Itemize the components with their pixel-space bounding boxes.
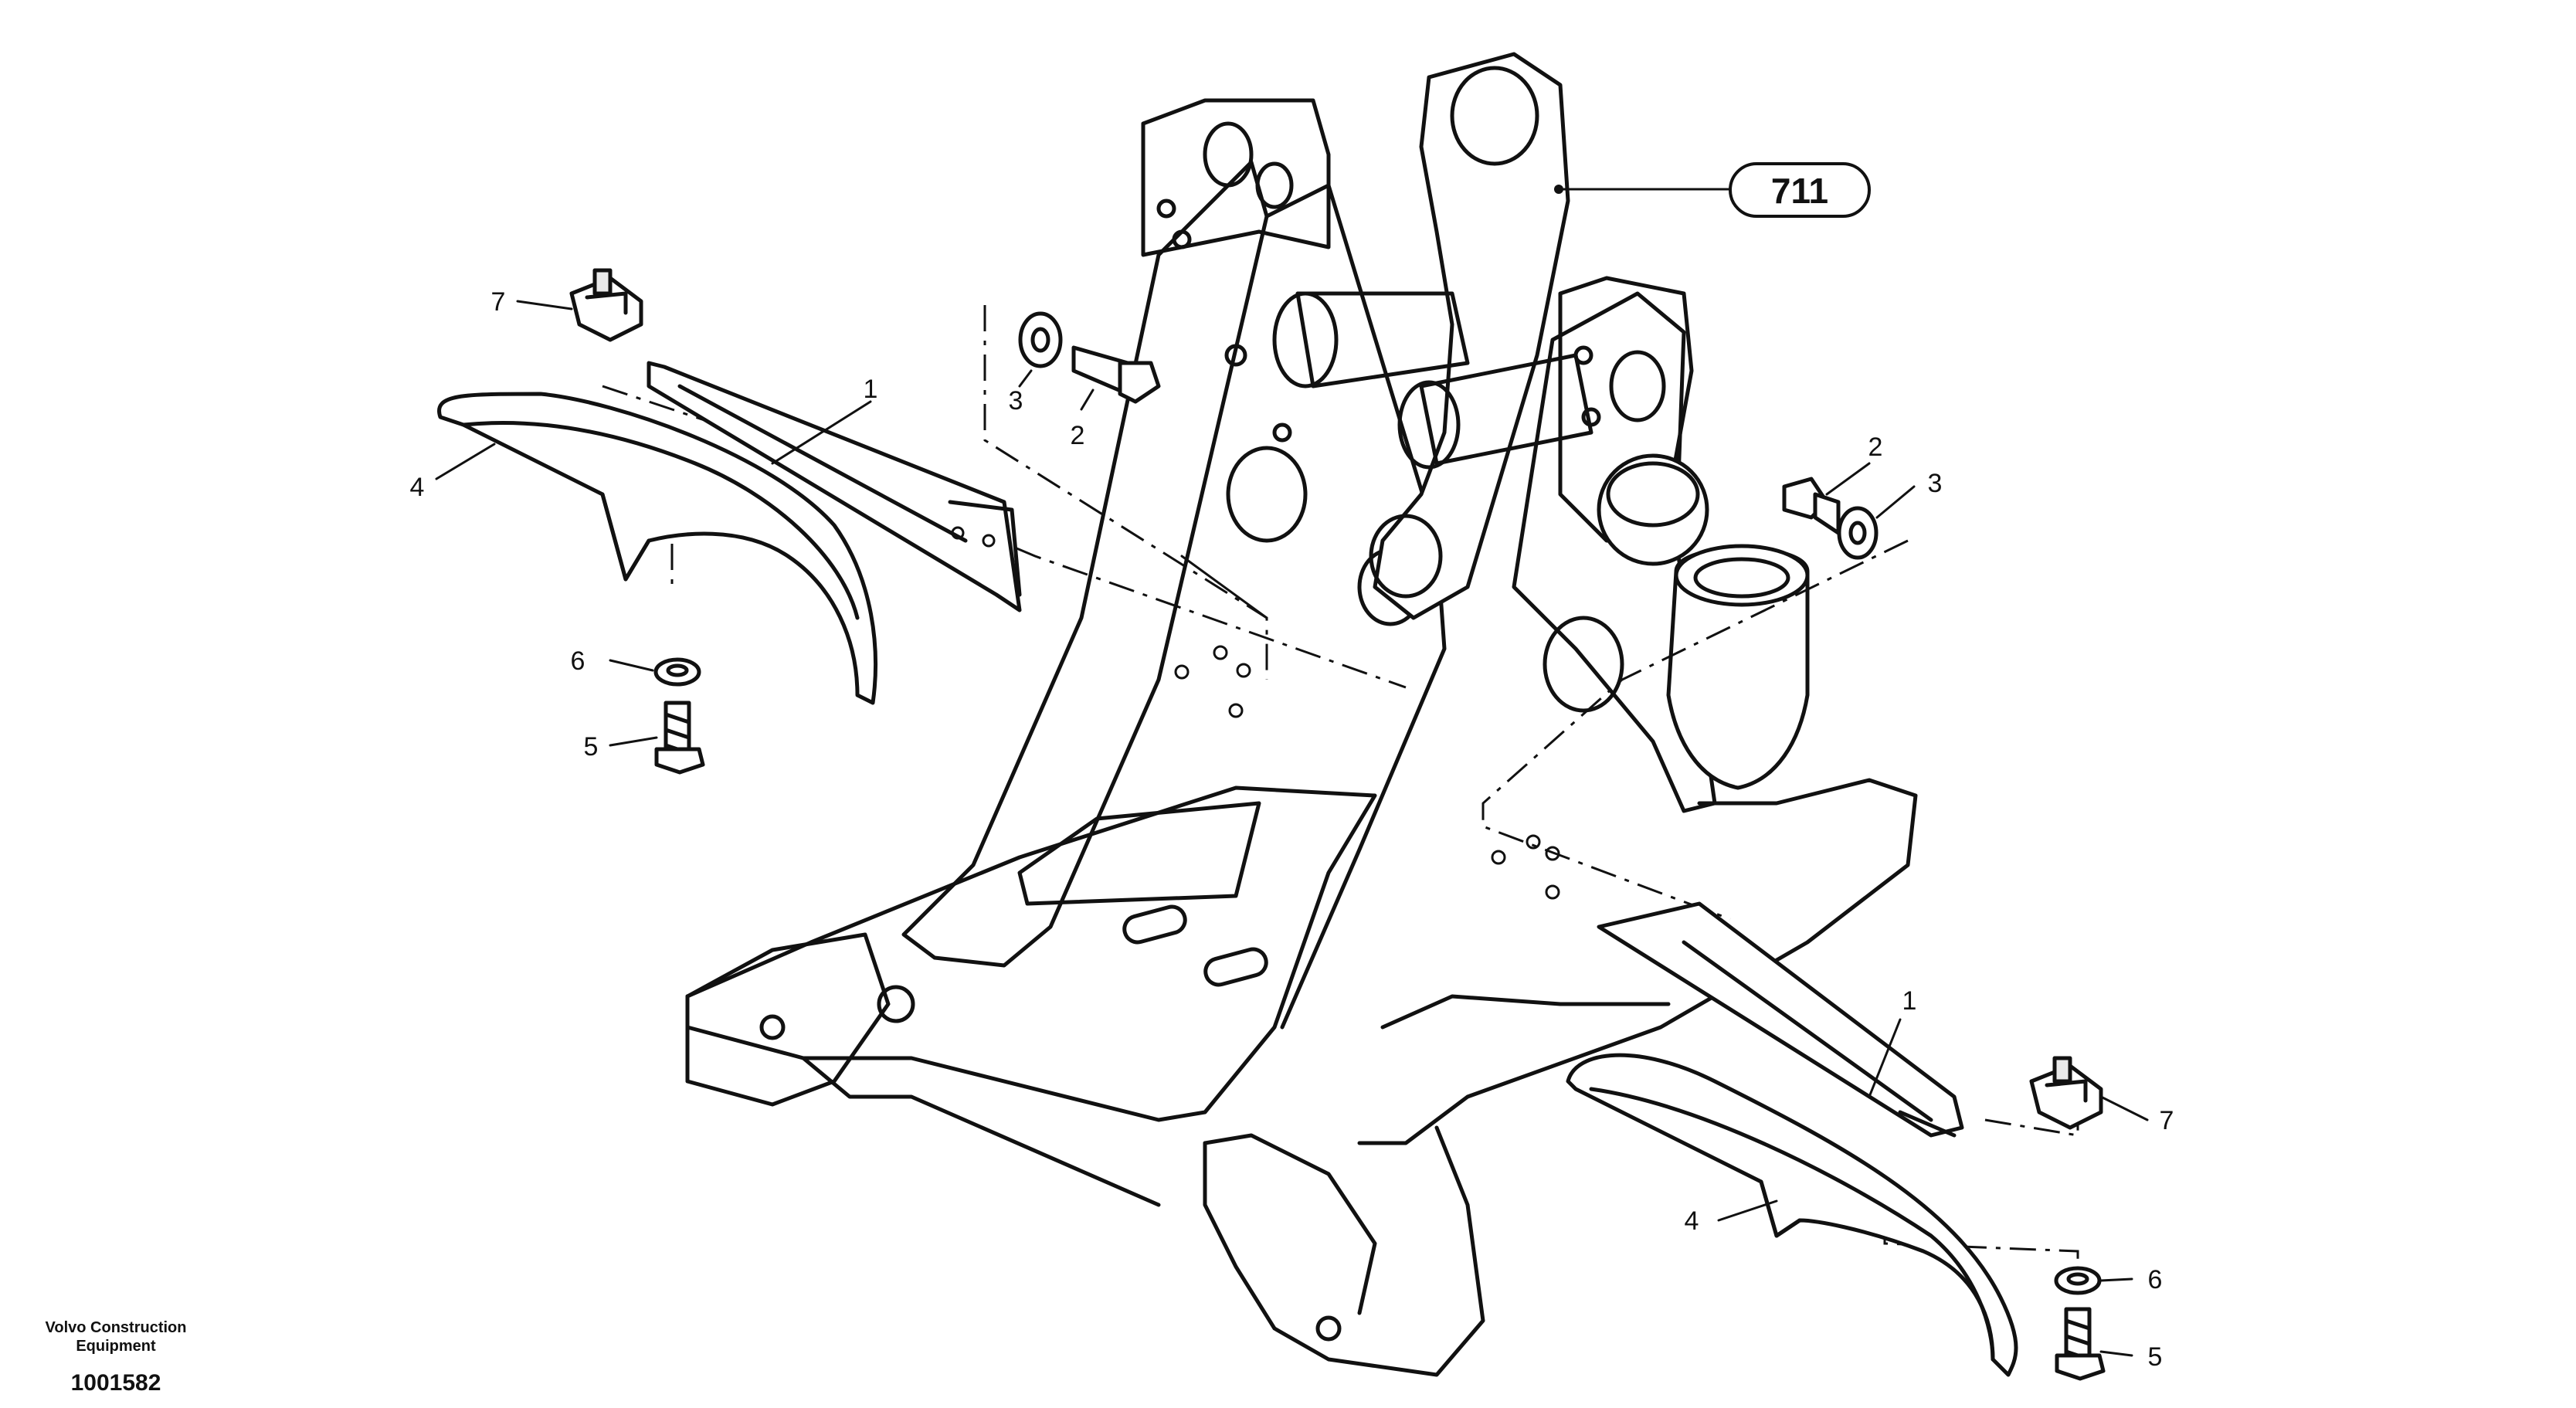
fender-guard-right <box>1566 1053 2018 1377</box>
bolt-right <box>1782 477 1841 535</box>
bolt-left <box>1071 345 1161 404</box>
label-6-left: 6 <box>571 646 585 676</box>
clip-nut-left <box>569 268 643 342</box>
label-4-left: 4 <box>410 473 425 502</box>
washer-left <box>1018 311 1063 368</box>
washer-right <box>1837 506 1879 560</box>
leader-lines <box>435 185 2149 1357</box>
drawing-number: 1001582 <box>71 1370 161 1396</box>
reference-callout-text: 711 <box>1771 171 1828 211</box>
company-name-line2: Equipment <box>76 1338 156 1355</box>
cover-strip-left <box>647 361 1022 612</box>
company-name-line1: Volvo Construction <box>46 1319 187 1336</box>
drawing-caption: Volvo Construction Equipment 1001582 <box>46 1319 187 1396</box>
label-1-left: 1 <box>864 375 878 404</box>
front-frame <box>685 52 1918 1377</box>
clip-nut-right <box>2029 1056 2103 1130</box>
label-1-right: 1 <box>1902 986 1917 1016</box>
label-5-left: 5 <box>584 732 599 762</box>
label-7-left: 7 <box>491 287 506 317</box>
left-parts <box>437 268 1161 775</box>
label-7-right: 7 <box>2160 1106 2174 1135</box>
label-2-right: 2 <box>1868 433 1883 462</box>
label-2-left: 2 <box>1071 421 1085 450</box>
label-4-right: 4 <box>1685 1206 1699 1236</box>
label-5-right: 5 <box>2148 1342 2163 1372</box>
washer-lower-right <box>2054 1266 2102 1295</box>
part-labels: 7 1 3 2 4 6 5 2 3 1 7 4 6 5 <box>410 287 2174 1372</box>
right-parts <box>1566 477 2106 1381</box>
washer-lower-left <box>653 657 701 687</box>
bolt-lower-right <box>2055 1307 2106 1381</box>
reference-callout-711: 711 <box>1729 162 1871 218</box>
label-3-left: 3 <box>1009 386 1023 416</box>
bolt-lower-left <box>654 701 705 775</box>
label-3-right: 3 <box>1928 469 1943 498</box>
label-6-right: 6 <box>2148 1265 2163 1294</box>
